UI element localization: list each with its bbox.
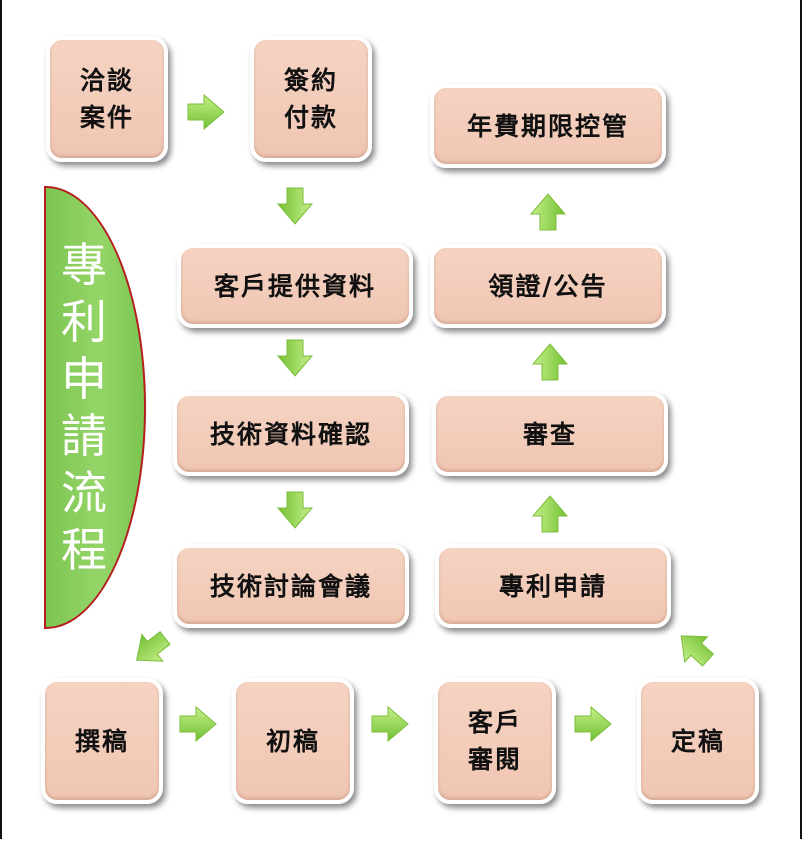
step-negotiate-label: 洽談 案件	[79, 66, 134, 132]
step-negotiate: 洽談 案件	[46, 36, 168, 162]
step-certificate-label: 領證/公告	[488, 271, 608, 301]
step-client-provide-label: 客戶提供資料	[213, 271, 376, 301]
step-sign-pay: 簽約 付款	[250, 36, 372, 162]
step-certificate: 領證/公告	[430, 244, 666, 328]
step-annual-fee-label: 年費期限控管	[466, 111, 629, 141]
arrow-down-icon	[277, 491, 313, 529]
arrow-right-icon	[179, 706, 217, 742]
step-tech-confirm-label: 技術資料確認	[209, 419, 372, 449]
step-patent-apply-label: 專利申請	[498, 571, 607, 601]
step-drafting: 撰稿	[41, 678, 163, 804]
arrow-up-left-icon	[669, 622, 720, 674]
arrow-right-icon	[187, 94, 225, 130]
step-examination-label: 審查	[522, 419, 577, 449]
step-client-review-label: 客戶 審閱	[467, 708, 522, 774]
step-client-provide: 客戶提供資料	[177, 244, 413, 328]
arrow-down-left-icon	[125, 624, 176, 675]
step-tech-confirm: 技術資料確認	[173, 392, 409, 476]
arrow-up-icon	[532, 343, 568, 381]
step-tech-meeting-label: 技術討論會議	[209, 571, 372, 601]
step-drafting-label: 撰稿	[74, 726, 129, 756]
arrow-down-icon	[277, 339, 313, 377]
step-final-draft: 定稿	[637, 678, 759, 804]
step-patent-apply: 專利申請	[435, 544, 671, 628]
process-title-banner: 專利申請流程	[44, 186, 146, 629]
step-tech-meeting: 技術討論會議	[173, 544, 409, 628]
arrow-right-icon	[574, 706, 612, 742]
step-client-review: 客戶 審閱	[434, 678, 556, 804]
process-title: 專利申請流程	[61, 237, 107, 577]
arrow-up-icon	[532, 495, 568, 533]
step-first-draft-label: 初稿	[265, 726, 320, 756]
step-first-draft: 初稿	[232, 678, 354, 804]
step-final-draft-label: 定稿	[670, 726, 725, 756]
arrow-up-icon	[530, 193, 566, 231]
arrow-down-icon	[277, 187, 313, 225]
step-sign-pay-label: 簽約 付款	[283, 66, 338, 132]
step-examination: 審查	[432, 392, 668, 476]
arrow-right-icon	[371, 706, 409, 742]
step-annual-fee: 年費期限控管	[430, 84, 666, 168]
